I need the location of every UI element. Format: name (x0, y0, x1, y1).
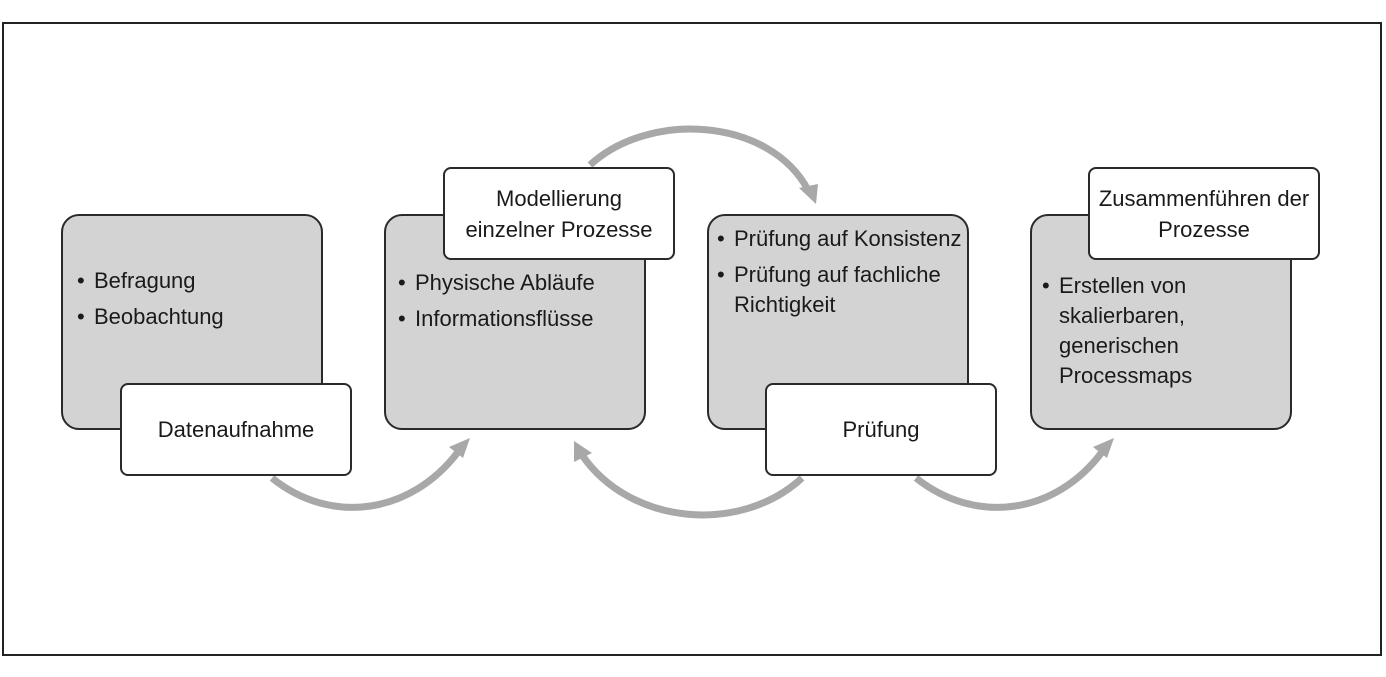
list-item: Befragung (77, 266, 313, 296)
list-item: Prüfung auf fachliche Richtigkeit (717, 260, 963, 320)
list-item: Prüfung auf Konsistenz (717, 224, 963, 254)
arrow-3-to-4 (913, 449, 1105, 511)
stage-zusammenfuehren-list: Erstellen von skalierbaren, generischen … (1042, 271, 1242, 397)
stage-modellierung-list: Physische Abläufe Informationsflüsse (398, 268, 638, 340)
arrow-2-to-3 (587, 125, 812, 192)
arrowhead-1-to-2 (449, 438, 470, 458)
stage-pruefung-title: Prüfung (765, 383, 997, 476)
arrowhead-3-to-2 (574, 441, 592, 462)
arrowhead-2-to-3 (799, 184, 818, 204)
list-item: Physische Abläufe (398, 268, 638, 298)
arrow-3-to-2 (579, 453, 805, 519)
list-item: Informationsflüsse (398, 304, 638, 334)
diagram-frame (2, 22, 1382, 656)
stage-pruefung-list: Prüfung auf Konsistenz Prüfung auf fachl… (717, 224, 963, 326)
stage-modellierung-title: Modellierung einzelner Prozesse (443, 167, 675, 260)
arrow-1-to-2 (269, 449, 461, 511)
arrowhead-3-to-4 (1093, 438, 1114, 458)
stage-datenaufnahme-list: Befragung Beobachtung (77, 266, 313, 338)
stage-datenaufnahme-title: Datenaufnahme (120, 383, 352, 476)
list-item: Erstellen von skalierbaren, generischen … (1042, 271, 1242, 391)
stage-zusammenfuehren-title: Zusammenführen der Prozesse (1088, 167, 1320, 260)
list-item: Beobachtung (77, 302, 313, 332)
